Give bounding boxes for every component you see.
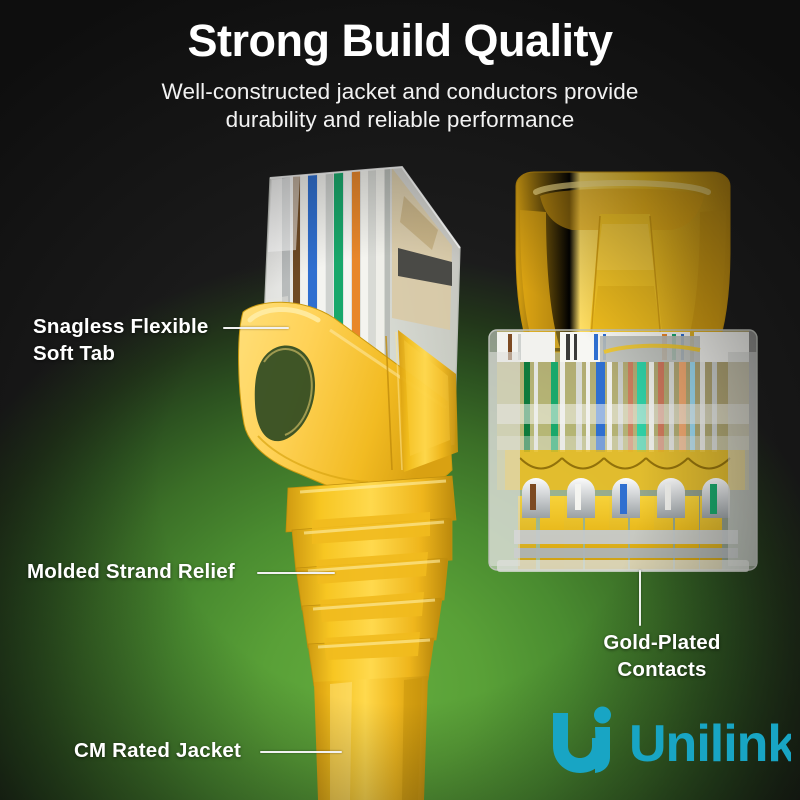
callout-cm-jacket-label: CM Rated Jacket bbox=[74, 739, 242, 762]
leader-line-gold-contacts bbox=[639, 570, 641, 626]
callout-gold-contacts: Gold-Plated Contacts bbox=[562, 630, 762, 683]
callout-snagless-tab-label: Snagless Flexible Soft Tab bbox=[33, 315, 209, 366]
subtitle-line-1: Well-constructed jacket and conductors p… bbox=[161, 78, 639, 104]
callout-strand-relief: Molded Strand Relief bbox=[27, 558, 235, 585]
brand-logo: Unilink bbox=[541, 703, 797, 775]
leader-line-snagless-tab bbox=[223, 327, 289, 329]
callout-snagless-tab: Snagless Flexible Soft Tab bbox=[33, 313, 208, 367]
page-title: Strong Build Quality bbox=[187, 15, 614, 66]
header: Strong Build Quality Well-constructed ja… bbox=[0, 0, 800, 135]
leader-line-strand-relief bbox=[257, 572, 335, 574]
leader-line-cm-jacket bbox=[260, 751, 342, 753]
subtitle-line-2: durability and reliable performance bbox=[225, 107, 575, 133]
callout-cm-jacket: CM Rated Jacket bbox=[74, 737, 241, 764]
callout-strand-relief-label: Molded Strand Relief bbox=[27, 560, 235, 583]
brand-name: Unilink bbox=[629, 715, 791, 773]
unilink-logo-mark bbox=[553, 706, 611, 773]
callout-gold-contacts-label: Gold-Plated Contacts bbox=[603, 631, 721, 681]
